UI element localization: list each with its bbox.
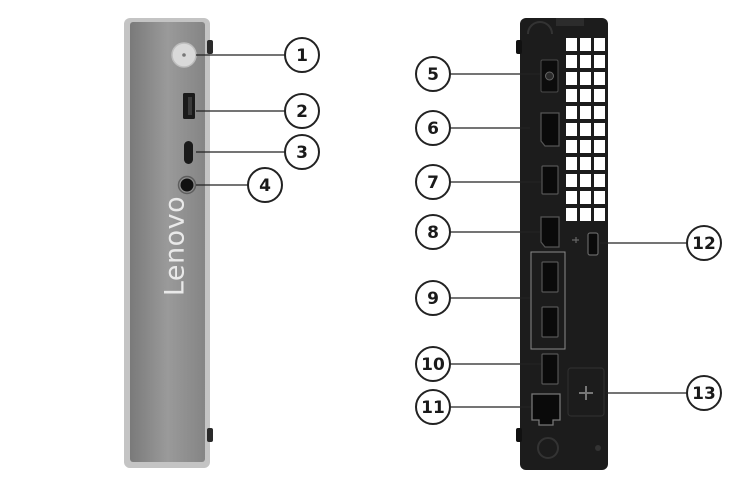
- vent-slot: [594, 140, 605, 153]
- callout-number-3: 3: [296, 143, 308, 163]
- vent-slot: [580, 38, 591, 51]
- callout-circle-7: [415, 164, 451, 200]
- vent-slot: [580, 140, 591, 153]
- callout-number-13: 13: [692, 384, 716, 404]
- vent-slot: [566, 191, 577, 204]
- vent-slot: [594, 191, 605, 204]
- callout-circle-6: [415, 110, 451, 146]
- vent-slot: [580, 123, 591, 136]
- callout-circle-8: [415, 214, 451, 250]
- vent-slot: [594, 157, 605, 170]
- rear-usb-a-port-1[interactable]: [541, 165, 559, 195]
- vent-slot: [580, 208, 591, 221]
- vent-slot: [594, 208, 605, 221]
- front-unit: Lenovo: [124, 18, 213, 468]
- front-usb-a-tongue: [188, 97, 192, 115]
- callout-number-7: 7: [427, 173, 439, 193]
- top-screw-icon: [527, 21, 553, 35]
- callout-number-11: 11: [421, 398, 445, 418]
- rear-unit: [516, 18, 608, 470]
- vent-slot: [594, 106, 605, 119]
- dc-power-pin: [545, 71, 554, 81]
- vent-slot: [566, 89, 577, 102]
- vent-slot: [594, 38, 605, 51]
- vent-slot: [594, 123, 605, 136]
- vent-slot: [580, 89, 591, 102]
- vent-slot: [566, 55, 577, 68]
- vent-slot: [580, 191, 591, 204]
- usb-group-frame: [530, 251, 566, 350]
- bottom-screw-2-icon: [595, 445, 601, 451]
- vent-slot: [566, 123, 577, 136]
- vent-slot: [566, 157, 577, 170]
- callout-circle-2: [284, 93, 320, 129]
- security-lock-slot[interactable]: [587, 232, 599, 256]
- vent-slot: [566, 208, 577, 221]
- front-foot-bottom: [207, 428, 213, 442]
- callout-circle-3: [284, 134, 320, 170]
- audio-jack-rim: [177, 175, 197, 195]
- callout-number-5: 5: [427, 65, 439, 85]
- callout-number-6: 6: [427, 119, 439, 139]
- callout-number-1: 1: [296, 46, 308, 66]
- displayport-2[interactable]: [540, 216, 560, 248]
- callout-circle-1: [284, 37, 320, 73]
- vent-slot: [566, 140, 577, 153]
- bottom-screw-icon: [537, 437, 559, 459]
- callout-circle-5: [415, 56, 451, 92]
- front-foot-top: [207, 40, 213, 54]
- vent-slot: [580, 72, 591, 85]
- front-usb-c-port[interactable]: [184, 141, 193, 164]
- callout-circle-10: [415, 346, 451, 382]
- vent-slot: [566, 38, 577, 51]
- knockout-panel: [567, 367, 605, 417]
- callout-circle-4: [247, 167, 283, 203]
- brand-logo: Lenovo: [160, 196, 191, 296]
- vent-slot: [566, 106, 577, 119]
- top-tab: [556, 18, 584, 26]
- callout-number-2: 2: [296, 102, 308, 122]
- ventilation-grille: [566, 38, 605, 221]
- displayport-1[interactable]: [540, 112, 560, 147]
- rear-foot-bottom: [516, 428, 522, 442]
- front-panel: [130, 22, 205, 462]
- vent-slot: [580, 55, 591, 68]
- vent-slot: [594, 72, 605, 85]
- callout-number-9: 9: [427, 289, 439, 309]
- vent-slot: [594, 89, 605, 102]
- audio-jack[interactable]: [180, 178, 194, 192]
- vent-slot: [566, 174, 577, 187]
- callout-number-12: 12: [692, 234, 716, 254]
- callout-circle-13: [686, 375, 722, 411]
- callout-circle-11: [415, 389, 451, 425]
- vent-slot: [566, 72, 577, 85]
- vent-slot: [580, 106, 591, 119]
- callout-circle-9: [415, 280, 451, 316]
- callout-number-4: 4: [259, 176, 271, 196]
- vent-slot: [594, 174, 605, 187]
- callout-number-8: 8: [427, 223, 439, 243]
- rear-usb-a-port-3[interactable]: [541, 306, 559, 338]
- vent-slot: [594, 55, 605, 68]
- lock-icon: [572, 237, 579, 243]
- rear-usb-a-port-2[interactable]: [541, 261, 559, 293]
- callout-circle-12: [686, 225, 722, 261]
- power-indicator: [182, 53, 186, 57]
- rear-usb-a-port-4[interactable]: [541, 353, 559, 385]
- callout-number-10: 10: [421, 355, 445, 375]
- vent-slot: [580, 174, 591, 187]
- ethernet-port[interactable]: [531, 393, 561, 426]
- rear-foot-top: [516, 40, 522, 54]
- vent-slot: [580, 157, 591, 170]
